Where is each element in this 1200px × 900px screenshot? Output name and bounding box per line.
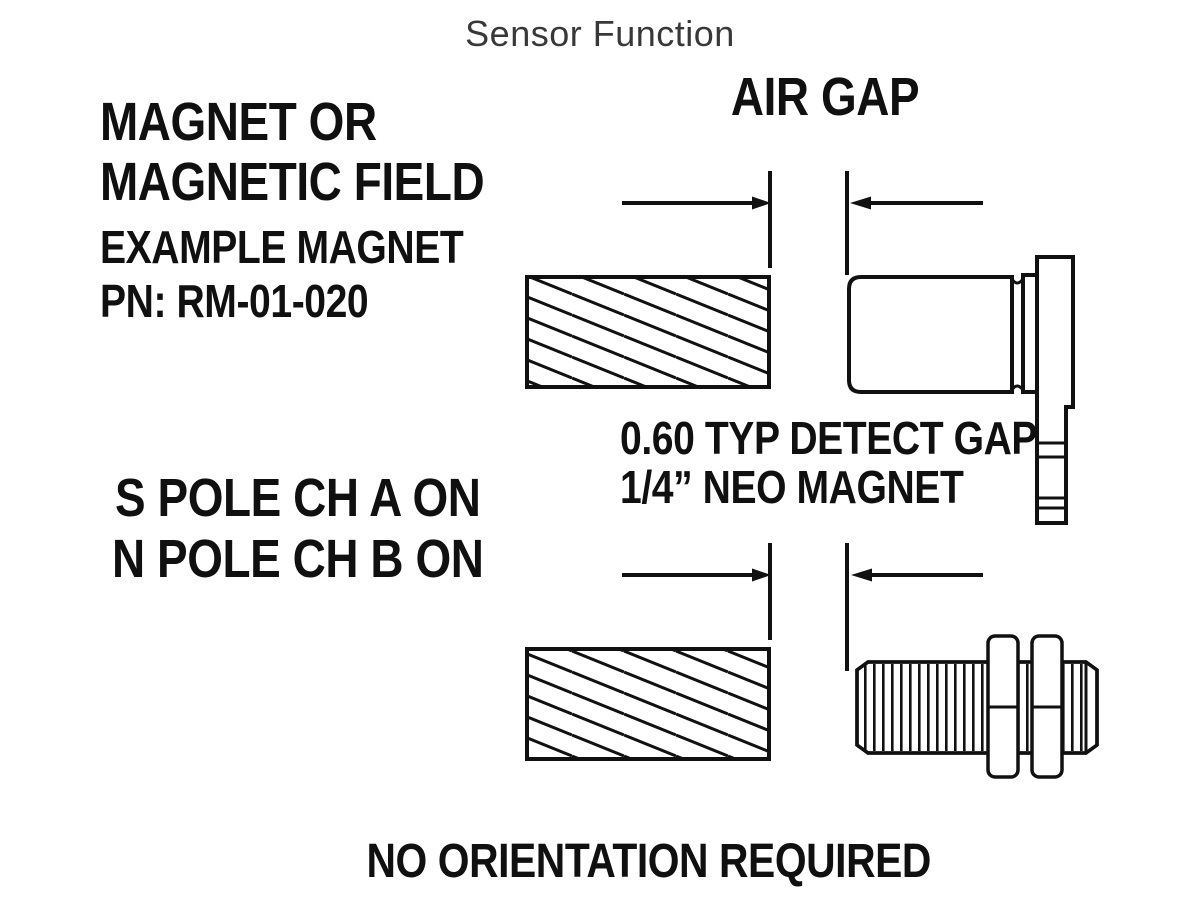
n-pole-channel-label: N POLE CH B ON	[112, 529, 484, 589]
bottom-detection-diagram	[525, 543, 1099, 779]
top-detection-diagram	[525, 171, 1075, 525]
s-pole-channel-label: S POLE CH A ON	[115, 468, 481, 528]
threaded-barrel-outline-stroke	[855, 660, 1099, 755]
dimension-arrow-head-right	[752, 196, 771, 210]
magnet-label-line1: MAGNET OR	[100, 92, 377, 152]
dimension-arrow-head-left	[851, 568, 872, 582]
dimension-arrow-head-left	[850, 196, 871, 210]
neo-magnet-annotation: 1/4” NEO MAGNET	[620, 461, 964, 513]
bottom-gap-dimension-left	[622, 543, 772, 640]
bottom-gap-dimension-right	[845, 543, 983, 671]
flanged-sensor-symbol	[847, 255, 1075, 525]
magnet-part-number: PN: RM-01-020	[100, 275, 369, 327]
no-orientation-note: NO ORIENTATION REQUIRED	[366, 835, 932, 888]
bottom-magnet-block	[525, 647, 771, 761]
sensor-washer-band	[1021, 273, 1039, 394]
page-title: Sensor Function	[465, 13, 735, 54]
air-gap-heading: AIR GAP	[730, 67, 920, 127]
sensor-mounting-flange	[1035, 255, 1075, 525]
top-magnet-block	[525, 275, 771, 389]
sensor-barrel	[847, 275, 1014, 394]
threaded-sensor-symbol	[855, 634, 1099, 779]
dimension-arrow-head-right	[752, 568, 771, 582]
detect-gap-annotation: 0.60 TYP DETECT GAP	[620, 412, 1038, 464]
top-gap-dimension-right	[845, 171, 983, 275]
magnet-label-line2: MAGNETIC FIELD	[100, 152, 485, 212]
top-gap-dimension-left	[622, 171, 772, 268]
example-magnet-label: EXAMPLE MAGNET	[100, 221, 464, 273]
